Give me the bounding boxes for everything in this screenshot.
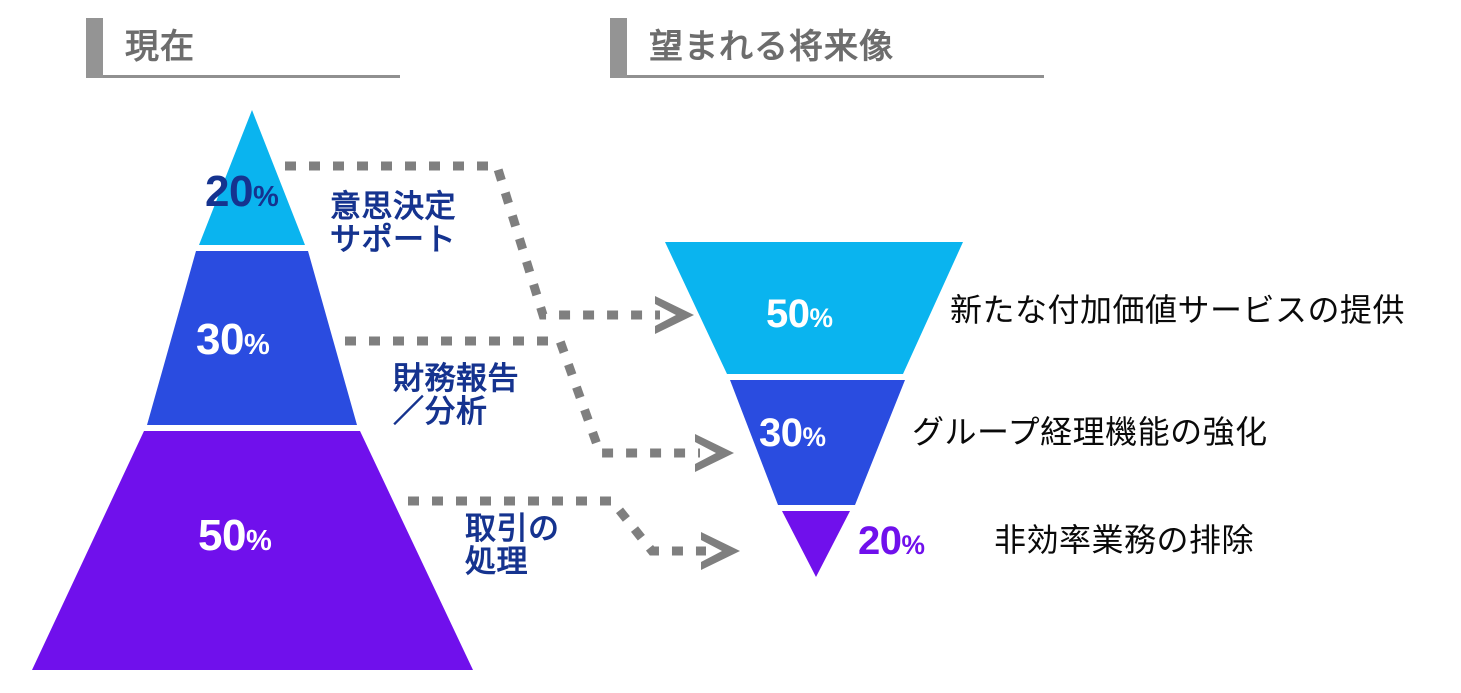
connector-label-line2: 処理: [465, 544, 528, 580]
pyramid-percent-middle-value: 30: [196, 315, 244, 364]
funnel-percent-middle: 30%: [759, 411, 826, 455]
funnel-percent-middle-value: 30: [759, 411, 803, 455]
connector-label-line2: ／分析: [393, 394, 488, 430]
header-accent-bar: [610, 18, 627, 78]
pyramid-percent-middle: 30%: [196, 315, 270, 364]
connector-label-line1: 財務報告: [393, 361, 519, 396]
percent-symbol: %: [243, 329, 270, 361]
pyramid-tier-bottom: [32, 431, 473, 670]
header-rule: 現在: [103, 18, 400, 78]
pyramid-percent-top-value: 20: [205, 167, 253, 216]
funnel-description-top: 新たな付加価値サービスの提供: [950, 292, 1406, 328]
percent-symbol: %: [802, 422, 826, 452]
connector-decision-support: [285, 161, 694, 334]
funnel-percent-top: 50%: [766, 292, 833, 336]
connector-label-line2: サポート: [330, 222, 456, 258]
percent-symbol: %: [245, 525, 272, 557]
funnel-percent-bottom-value: 20: [858, 519, 902, 563]
funnel-description-middle: グループ経理機能の強化: [912, 414, 1268, 450]
funnel-tier-bottom: [782, 511, 850, 577]
pyramid-tier-middle: [147, 251, 357, 425]
connector-label-transaction-processing: 取引の 処理: [465, 512, 560, 579]
funnel-tier-top: [665, 242, 963, 374]
section-title-current: 現在: [125, 27, 195, 66]
pyramid-tier-top: [199, 110, 305, 245]
connector-label-financial-reporting: 財務報告 ／分析: [393, 362, 519, 429]
percent-symbol: %: [809, 303, 833, 333]
funnel-percent-top-value: 50: [766, 292, 810, 336]
funnel-tier-middle: [730, 380, 905, 505]
header-accent-bar: [86, 18, 103, 78]
section-header-current: 現在: [86, 18, 400, 78]
percent-symbol: %: [252, 181, 279, 213]
funnel-description-bottom: 非効率業務の排除: [994, 522, 1255, 558]
connector-label-decision-support: 意思決定 サポート: [330, 190, 456, 257]
connector-label-line1: 取引の: [465, 511, 560, 546]
connector-transaction-processing: [408, 496, 740, 570]
header-rule: 望まれる将来像: [627, 18, 1044, 78]
pyramid-percent-bottom: 50%: [198, 511, 272, 560]
pyramid-percent-bottom-value: 50: [198, 511, 246, 560]
pyramid-percent-top: 20%: [205, 167, 279, 216]
percent-symbol: %: [901, 530, 925, 560]
section-title-future: 望まれる将来像: [649, 27, 894, 66]
section-header-future: 望まれる将来像: [610, 18, 1044, 78]
connector-label-line1: 意思決定: [330, 189, 456, 224]
connector-financial-reporting: [345, 336, 734, 472]
funnel-percent-bottom: 20%: [858, 519, 925, 563]
